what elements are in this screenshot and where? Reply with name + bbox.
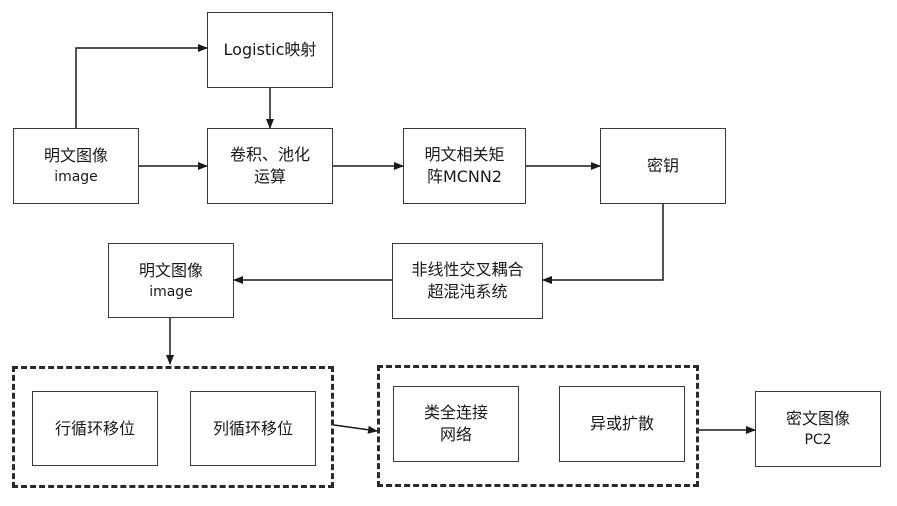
node-hyperchaos-label: 非线性交叉耦合	[411, 259, 523, 281]
node-plain-image-mid-label: 明文图像	[139, 260, 203, 282]
node-fc-network: 类全连接 网络	[393, 386, 519, 462]
node-plain-image-mid: 明文图像 image	[108, 243, 234, 318]
arrow-permutation-to-diffusion	[334, 425, 377, 431]
node-plain-image-top: 明文图像 image	[13, 128, 139, 204]
node-key: 密钥	[600, 128, 726, 204]
node-col-shift: 列循环移位	[190, 391, 316, 466]
node-cipher-image-sublabel: PC2	[804, 430, 831, 450]
node-key-label: 密钥	[647, 155, 679, 177]
node-plain-matrix-label: 明文相关矩	[424, 144, 504, 166]
node-plain-image-top-label: 明文图像	[44, 145, 108, 167]
node-cipher-image-label: 密文图像	[786, 408, 850, 430]
arrow-plain-to-logistic	[76, 48, 207, 128]
node-conv-pool-label: 卷积、池化	[230, 144, 310, 166]
node-hyperchaos: 非线性交叉耦合 超混沌系统	[392, 243, 543, 319]
node-row-shift-label: 行循环移位	[55, 418, 135, 440]
node-xor-diffusion: 异或扩散	[559, 386, 685, 462]
node-row-shift: 行循环移位	[32, 391, 158, 466]
node-cipher-image: 密文图像 PC2	[755, 391, 881, 467]
node-logistic-label: Logistic映射	[224, 39, 317, 61]
node-conv-pool-sublabel: 运算	[254, 166, 286, 188]
node-logistic: Logistic映射	[207, 12, 333, 88]
node-conv-pool: 卷积、池化 运算	[207, 128, 333, 204]
node-fc-network-sublabel: 网络	[440, 424, 472, 446]
node-plain-matrix-sublabel: 阵MCNN2	[427, 166, 502, 188]
node-plain-matrix: 明文相关矩 阵MCNN2	[403, 128, 526, 204]
node-plain-image-mid-sublabel: image	[149, 282, 193, 302]
arrow-key-to-chaos	[543, 204, 663, 280]
node-fc-network-label: 类全连接	[424, 402, 488, 424]
node-col-shift-label: 列循环移位	[213, 418, 293, 440]
node-hyperchaos-sublabel: 超混沌系统	[427, 281, 507, 303]
node-xor-diffusion-label: 异或扩散	[590, 413, 654, 435]
node-plain-image-top-sublabel: image	[54, 167, 98, 187]
